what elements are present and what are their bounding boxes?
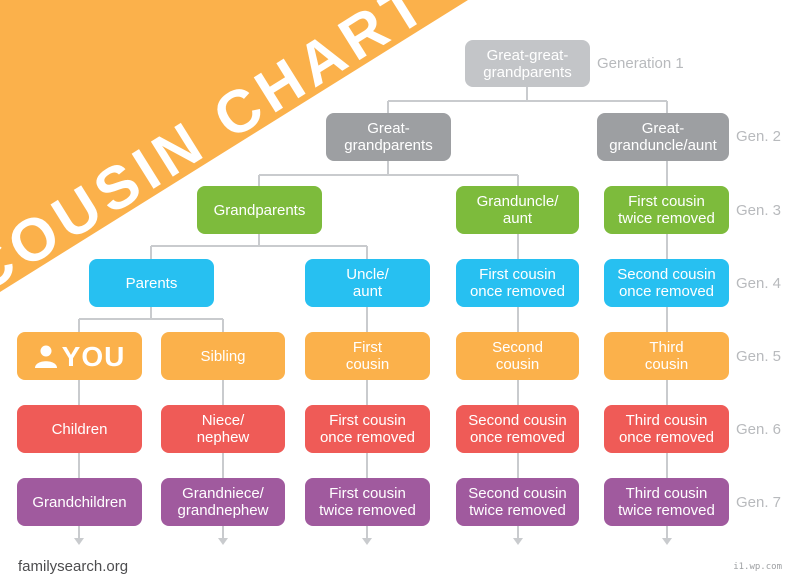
you-label: YOU (61, 340, 126, 372)
node-second-cousin: Second cousin (456, 332, 579, 380)
node-great-great-grandparents: Great-great- grandparents (465, 40, 590, 87)
person-icon (34, 345, 57, 368)
node-great-grandparents: Great- grandparents (326, 113, 451, 161)
node-sibling: Sibling (161, 332, 285, 380)
node-first-cousin-once-removed-gen6: First cousin once removed (305, 405, 430, 453)
generation-label-1: Generation 1 (597, 55, 684, 72)
node-niece-nephew: Niece/ nephew (161, 405, 285, 453)
node-third-cousin-once-removed: Third cousin once removed (604, 405, 729, 453)
node-second-cousin-once-removed-gen6: Second cousin once removed (456, 405, 579, 453)
node-grandchildren: Grandchildren (17, 478, 142, 526)
generation-label-4: Gen. 4 (736, 275, 782, 292)
banner-triangle (0, 0, 468, 292)
node-first-cousin-once-removed-gen4: First cousin once removed (456, 259, 579, 307)
node-second-cousin-once-removed-gen4: Second cousin once removed (604, 259, 729, 307)
node-second-cousin-twice-removed: Second cousin twice removed (456, 478, 579, 526)
generation-label-3: Gen. 3 (736, 202, 782, 219)
generation-label-2: Gen. 2 (736, 128, 782, 145)
generation-label-5: Gen. 5 (736, 348, 782, 365)
node-first-cousin: First cousin (305, 332, 430, 380)
generation-label-6: Gen. 6 (736, 421, 782, 438)
node-parents: Parents (89, 259, 214, 307)
node-grandniece-grandnephew: Grandniece/ grandnephew (161, 478, 285, 526)
generation-label-7: Gen. 7 (736, 494, 782, 511)
node-you: YOU (17, 332, 142, 380)
node-first-cousin-twice-removed-gen7: First cousin twice removed (305, 478, 430, 526)
node-children: Children (17, 405, 142, 453)
node-granduncle-aunt: Granduncle/ aunt (456, 186, 579, 234)
node-uncle-aunt: Uncle/ aunt (305, 259, 430, 307)
node-third-cousin-twice-removed: Third cousin twice removed (604, 478, 729, 526)
source-link[interactable]: familysearch.org (18, 558, 129, 575)
node-great-granduncle-aunt: Great- granduncle/aunt (597, 113, 729, 161)
node-first-cousin-twice-removed-gen3: First cousin twice removed (604, 186, 729, 234)
image-credit: i1.wp.com (733, 562, 782, 572)
node-grandparents: Grandparents (197, 186, 322, 234)
node-third-cousin: Third cousin (604, 332, 729, 380)
